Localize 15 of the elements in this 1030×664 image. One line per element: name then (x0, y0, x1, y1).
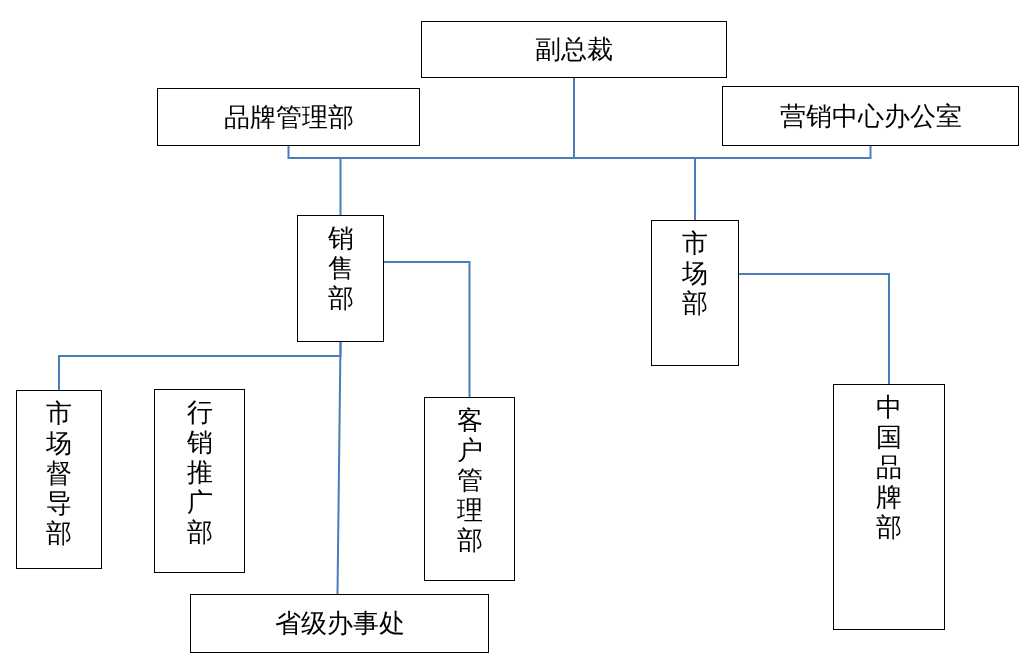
connector-line (336, 341, 342, 595)
org-box: 副总裁 (421, 21, 727, 78)
org-box: 营销中心办公室 (722, 86, 1019, 146)
connector-line (58, 341, 342, 391)
org-box: 市场督导部 (16, 390, 102, 569)
org-box: 客户管理部 (424, 397, 515, 581)
org-box: 省级办事处 (190, 594, 489, 653)
connector-line (383, 261, 471, 398)
org-box: 品牌管理部 (157, 88, 420, 146)
org-box: 市场部 (651, 220, 739, 366)
org-box: 中国品牌部 (833, 384, 945, 630)
connector-line (738, 273, 890, 385)
org-box: 销售部 (297, 215, 384, 342)
org-box: 行销推广部 (154, 389, 245, 573)
connector-line (573, 77, 696, 221)
